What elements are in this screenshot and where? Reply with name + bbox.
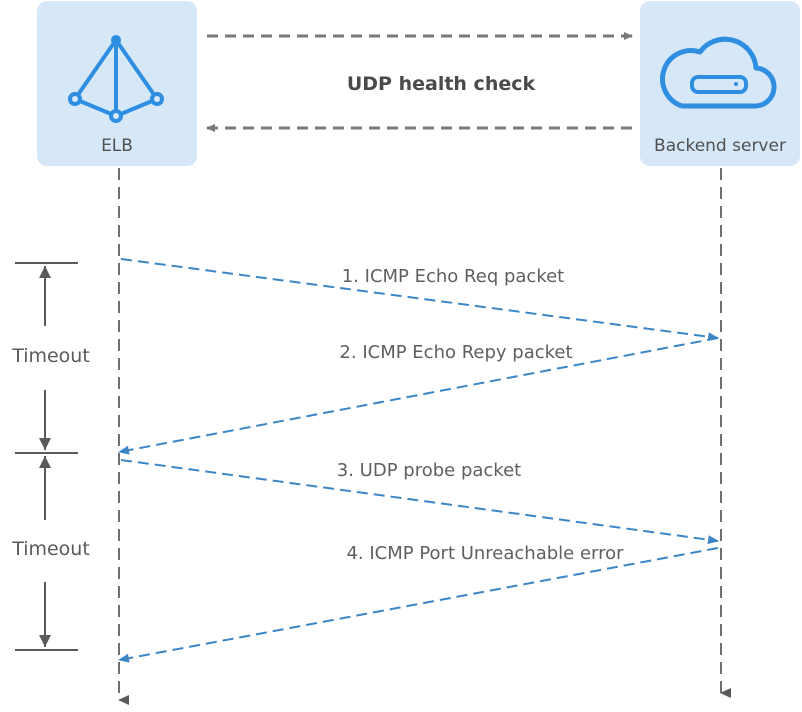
message-1-label: 1. ICMP Echo Req packet bbox=[342, 266, 564, 287]
backend-server-node: Backend server bbox=[640, 1, 800, 166]
message-4: 4. ICMP Port Unreachable error bbox=[118, 543, 719, 663]
message-4-label: 4. ICMP Port Unreachable error bbox=[346, 543, 624, 564]
message-2-label: 2. ICMP Echo Repy packet bbox=[339, 342, 572, 363]
message-1-arrow bbox=[120, 258, 719, 342]
message-2: 2. ICMP Echo Repy packet bbox=[118, 337, 719, 455]
message-1: 1. ICMP Echo Req packet bbox=[120, 258, 719, 342]
message-4-arrow bbox=[118, 547, 719, 663]
cloud-server-icon bbox=[660, 36, 777, 109]
server-label: Backend server bbox=[654, 136, 786, 156]
load-balancer-icon bbox=[68, 35, 164, 123]
health-check-arrows: UDP health check bbox=[206, 32, 633, 132]
elb-node: ELB bbox=[37, 1, 197, 166]
timeout-bracket-1 bbox=[15, 262, 78, 454]
timeout-bracket-2 bbox=[15, 456, 78, 651]
message-3: 3. UDP probe packet bbox=[120, 459, 719, 545]
timeout-label-2: Timeout bbox=[11, 538, 90, 560]
message-3-arrow bbox=[120, 459, 719, 545]
server-node-box bbox=[640, 1, 800, 166]
health-check-label: UDP health check bbox=[347, 73, 536, 95]
timeout-label-1: Timeout bbox=[11, 345, 90, 367]
message-3-label: 3. UDP probe packet bbox=[337, 460, 521, 481]
elb-label: ELB bbox=[101, 136, 133, 156]
